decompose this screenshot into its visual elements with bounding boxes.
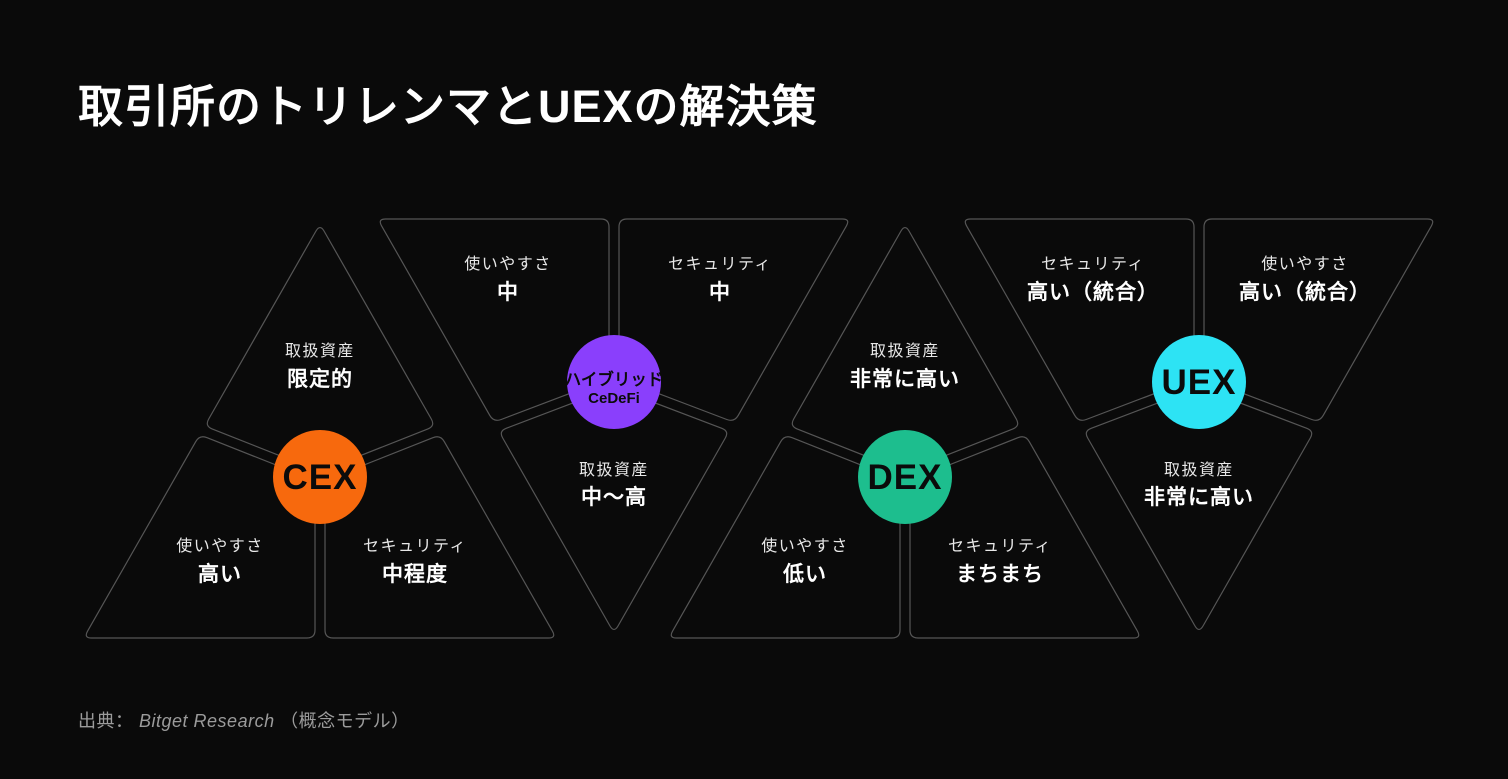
hybrid-right-value: 中	[709, 281, 731, 304]
dex-top-label: 取扱資産	[870, 342, 940, 360]
source-suffix: （概念モデル）	[280, 711, 410, 731]
cex-top-label: 取扱資産	[285, 342, 355, 360]
page-title: 取引所のトリレンマとUEXの解決策	[78, 81, 818, 132]
uex-right-label: 使いやすさ	[1261, 255, 1349, 273]
dex-section-left	[670, 436, 901, 639]
cex-right-value: 中程度	[382, 562, 448, 586]
uex-bottom-value: 非常に高い	[1144, 485, 1254, 509]
dex-top-value: 非常に高い	[850, 367, 960, 391]
source-citation: 出典： Bitget Research （概念モデル）	[78, 707, 410, 733]
hybrid-left-value: 中	[497, 281, 519, 304]
source-name: Bitget Research	[139, 711, 275, 731]
uex-circle	[1152, 335, 1246, 429]
hybrid-circle	[567, 335, 661, 429]
uex-section-bottom	[1085, 388, 1313, 631]
uex-bottom-label: 取扱資産	[1164, 461, 1234, 479]
cex-circle	[273, 430, 367, 524]
uex-left-value: 高い（統合）	[1027, 280, 1159, 304]
hybrid-section-bottom	[500, 388, 728, 631]
uex-right-value: 高い（統合）	[1239, 280, 1371, 304]
cex-circle-label: CEX	[283, 458, 358, 497]
uex-circle-label: UEX	[1162, 363, 1237, 402]
cex-top-value: 限定的	[287, 367, 353, 391]
cex-section-left	[85, 436, 316, 639]
dex-circle-label: DEX	[868, 458, 943, 497]
hybrid-circle-label: ハイブリッド	[565, 369, 664, 389]
hybrid-bottom-value: 中〜高	[581, 485, 647, 509]
hybrid-right-label: セキュリティ	[668, 256, 772, 273]
dex-right-value: まちまち	[956, 563, 1044, 586]
hybrid-left-label: 使いやすさ	[464, 255, 552, 273]
dex-left-label: 使いやすさ	[761, 537, 849, 555]
cex-left-value: 高い	[198, 562, 242, 586]
source-prefix: 出典：	[78, 711, 134, 731]
cex-right-label: セキュリティ	[363, 538, 467, 555]
hybrid-bottom-label: 取扱資産	[579, 461, 649, 479]
dex-left-value: 低い	[782, 562, 827, 586]
hybrid-circle-sublabel: CeDeFi	[588, 390, 640, 407]
dex-circle	[858, 430, 952, 524]
dex-right-label: セキュリティ	[948, 538, 1052, 555]
cex-left-label: 使いやすさ	[176, 537, 264, 555]
uex-left-label: セキュリティ	[1041, 256, 1145, 273]
